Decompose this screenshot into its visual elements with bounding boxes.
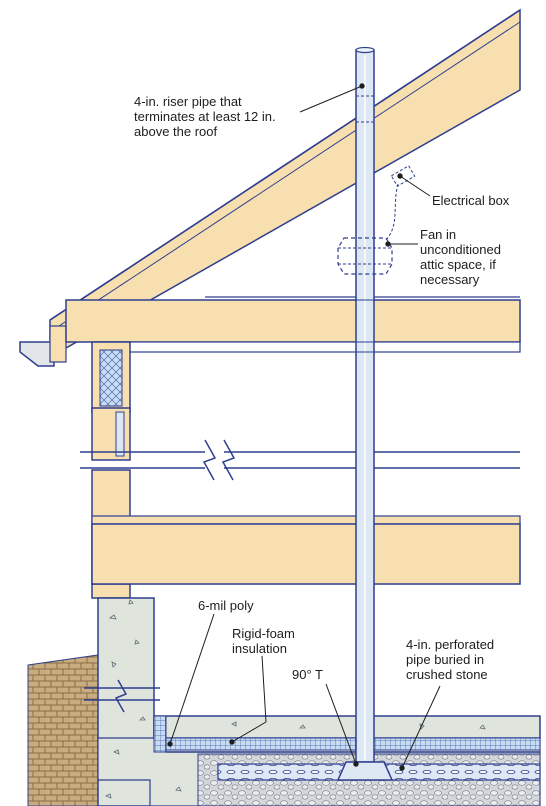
electrical-box-label: Electrical box [432,193,510,208]
electrical-box-icon [385,165,416,241]
poly-label: 6-mil poly [198,598,254,613]
leader-lines [167,83,441,771]
tee-label: 90° T [292,667,323,682]
soil [27,654,99,806]
rigid-foam-label: Rigid-foam insulation [232,626,295,656]
tee-fitting [336,761,394,781]
gutter [19,325,67,367]
upper-wall [91,341,131,461]
riser-pipe-label: 4-in. riser pipe that terminates at leas… [134,94,276,139]
concrete-speckles [105,599,486,799]
rigid-foam [153,715,541,753]
floor-joist [91,515,521,585]
riser-pipe [355,46,375,763]
ceiling-joist [65,296,521,353]
perforated-pipe-label: 4-in. perforated pipe buried in crushed … [406,637,495,682]
break-lines [80,439,520,481]
fan-label: Fan in unconditioned attic space, if nec… [420,227,501,287]
concrete-slab [153,715,541,739]
